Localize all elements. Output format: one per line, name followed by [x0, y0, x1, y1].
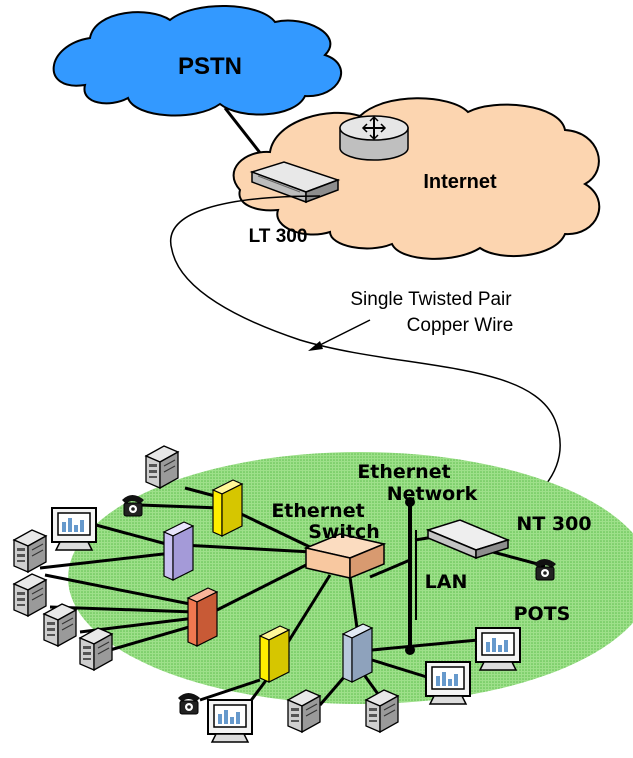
monitor-icon	[51, 507, 97, 551]
workstation-icon	[13, 529, 47, 573]
ethernet-switch-label-line1: Ethernet	[271, 500, 364, 522]
workstation-icon	[13, 573, 47, 617]
internet-label: Internet	[423, 171, 497, 193]
nt300-label: NT 300	[516, 513, 591, 535]
telephone-icon	[121, 494, 145, 517]
nt300-modem-icon	[425, 519, 511, 560]
telephone-icon	[177, 692, 201, 715]
ethernet-switch-label-line2: Switch	[308, 521, 380, 543]
hub-icon-orange	[186, 587, 219, 647]
hub-icon-yellow-top	[211, 479, 244, 537]
internet-cloud	[232, 97, 601, 260]
ethernet-switch-icon	[303, 533, 387, 580]
workstation-icon	[43, 603, 77, 647]
wire-label-line2: Copper Wire	[407, 315, 514, 336]
lt300-modem-icon	[249, 161, 341, 204]
hub-icon-gray	[341, 623, 374, 683]
lan-bus	[405, 497, 417, 655]
telephone-icon	[533, 558, 557, 581]
ethernet-network-label-line2: Network	[387, 483, 478, 505]
network-links	[39, 486, 546, 719]
workstation-icon	[79, 627, 113, 671]
pstn-label: PSTN	[178, 53, 242, 80]
pots-label: POTS	[514, 603, 571, 625]
wire-pointer-arrow	[308, 319, 371, 351]
twisted-pair-wire	[169, 195, 561, 537]
monitor-icon	[475, 627, 521, 671]
monitor-icon	[425, 661, 471, 705]
monitor-icon	[207, 699, 253, 743]
pstn-cloud	[52, 5, 343, 117]
hub-icon-lavender	[162, 521, 195, 581]
lan-label: LAN	[425, 571, 468, 593]
hub-icon-yellow-bottom	[258, 625, 291, 683]
router-icon	[339, 115, 409, 161]
lt300-label: LT 300	[249, 226, 308, 247]
ethernet-network-label-line1: Ethernet	[357, 461, 450, 483]
wire-label-line1: Single Twisted Pair	[350, 289, 512, 310]
